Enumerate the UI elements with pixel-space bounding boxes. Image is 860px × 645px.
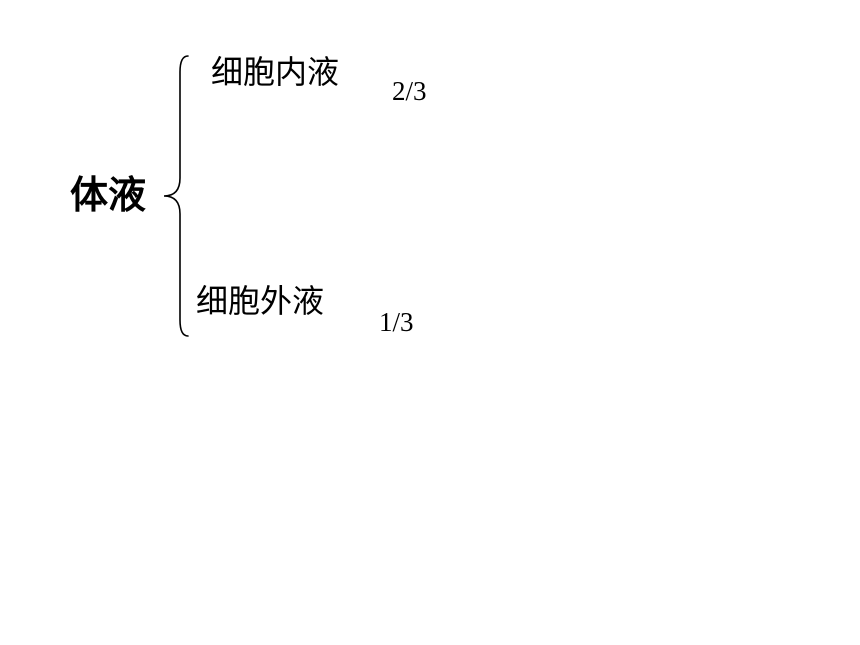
- branch-label-extracellular: 细胞外液: [196, 282, 325, 320]
- branch-label-intracellular: 细胞内液: [211, 53, 340, 91]
- fraction-extracellular: 1/3: [379, 307, 414, 337]
- curly-brace-icon: [163, 55, 189, 337]
- root-label-body-fluid: 体液: [70, 173, 147, 217]
- fraction-intracellular: 2/3: [392, 76, 427, 106]
